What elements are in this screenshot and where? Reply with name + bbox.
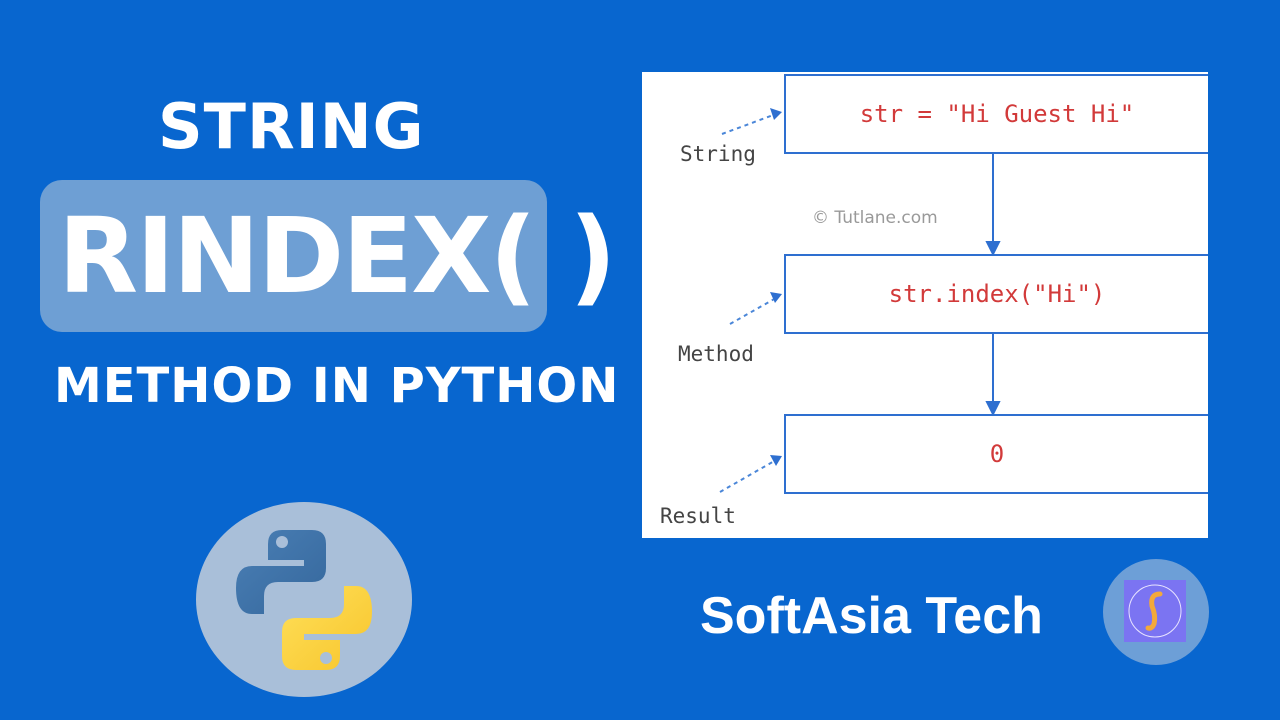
python-logo-icon (236, 530, 372, 670)
method-box: str.index("Hi") (784, 254, 1208, 334)
python-logo-badge (196, 502, 412, 697)
string-label: String (680, 142, 756, 166)
watermark: © Tutlane.com (812, 208, 938, 228)
string-code: str = "Hi Guest Hi" (859, 100, 1135, 128)
result-box: 0 (784, 414, 1208, 494)
method-code: str.index("Hi") (888, 280, 1106, 308)
string-box: str = "Hi Guest Hi" (784, 74, 1208, 154)
brand-name: SoftAsia Tech (700, 587, 1043, 645)
result-code: 0 (989, 440, 1005, 468)
diagram-connectors (719, 108, 1001, 493)
title-highlight-pill (40, 180, 547, 332)
title-string: STRING (158, 90, 425, 163)
result-label: Result (660, 504, 736, 528)
index-method-diagram: str = "Hi Guest Hi" str.index("Hi") 0 St… (642, 72, 1208, 538)
method-label: Method (678, 342, 754, 366)
title-method-in-python: METHOD IN PYTHON (54, 358, 620, 414)
title-rindex: RINDEX( ) (58, 195, 617, 317)
softasia-logo-icon (1124, 580, 1186, 642)
